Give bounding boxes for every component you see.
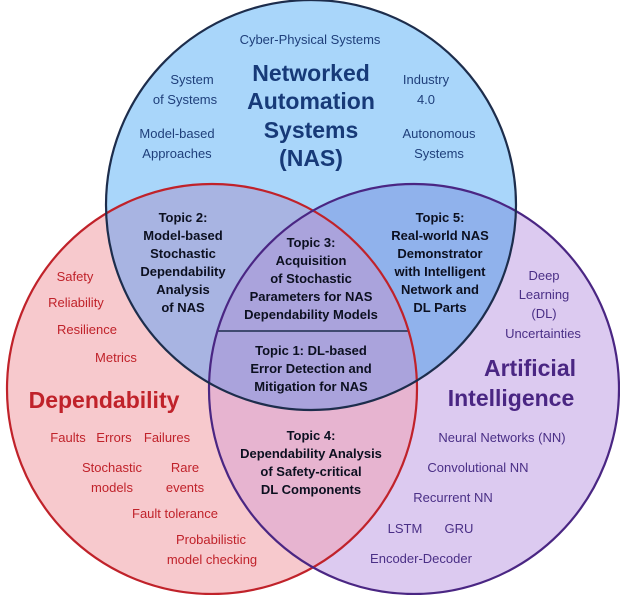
nas-title-line: Networked: [252, 60, 370, 86]
dep-item-resilience: Resilience: [57, 322, 117, 337]
svg-text:of Safety-critical: of Safety-critical: [260, 464, 361, 479]
svg-text:Topic 1: DL-based: Topic 1: DL-based: [255, 343, 367, 358]
dep-item-metrics: Metrics: [95, 350, 137, 365]
svg-text:Stochastic: Stochastic: [150, 246, 216, 261]
dep-item-reliability: Reliability: [48, 295, 104, 310]
ai-item-deep-learning: Deep: [528, 268, 559, 283]
svg-text:Dependability Models: Dependability Models: [244, 307, 378, 322]
nas-item-model-based: Approaches: [142, 146, 212, 161]
svg-text:Model-based: Model-based: [143, 228, 223, 243]
svg-text:Topic 3:: Topic 3:: [287, 235, 336, 250]
svg-text:Systems: Systems: [264, 117, 359, 143]
dependability-title: Dependability: [29, 387, 180, 413]
svg-text:Dependability: Dependability: [140, 264, 226, 279]
svg-text:Networked: Networked: [252, 60, 370, 86]
ai-item-rnn: Recurrent NN: [413, 490, 492, 505]
svg-text:Dependability Analysis: Dependability Analysis: [240, 446, 382, 461]
dep-item-stochastic-models: Stochastic: [82, 460, 142, 475]
nas-title-line: (NAS): [279, 145, 343, 171]
nas-item-sos: of Systems: [153, 92, 218, 107]
svg-text:Demonstrator: Demonstrator: [397, 246, 482, 261]
dep-item-rare-events: events: [166, 480, 205, 495]
ai-title-line: Intelligence: [448, 385, 575, 411]
ai-item-uncertainties: Uncertainties: [505, 326, 581, 341]
svg-text:of NAS: of NAS: [161, 300, 205, 315]
svg-text:DL Components: DL Components: [261, 482, 361, 497]
svg-text:Network and: Network and: [401, 282, 479, 297]
dep-item-probabilistic: model checking: [167, 552, 257, 567]
ai-item-deep-learning: (DL): [531, 306, 556, 321]
nas-item-autonomous: Systems: [414, 146, 464, 161]
svg-text:Acquisition: Acquisition: [276, 253, 347, 268]
dep-item-probabilistic: Probabilistic: [176, 532, 247, 547]
ai-item-deep-learning: Learning: [519, 287, 570, 302]
dep-item-faults: Faults: [50, 430, 86, 445]
svg-text:with Intelligent: with Intelligent: [394, 264, 487, 279]
dependability-circle-outline: [5, 182, 419, 595]
dep-item-fault-tolerance: Fault tolerance: [132, 506, 218, 521]
dep-item-safety: Safety: [57, 269, 94, 284]
nas-item-model-based: Model-based: [139, 126, 214, 141]
ai-title: Artificial Intelligence: [448, 355, 576, 411]
svg-text:Topic 5:: Topic 5:: [416, 210, 465, 225]
nas-item-sos: System: [170, 72, 213, 87]
nas-item-cps: Cyber-Physical Systems: [240, 32, 381, 47]
dep-item-rare-events: Rare: [171, 460, 199, 475]
nas-circle-outline: [104, 0, 518, 412]
nas-title-line: Automation: [247, 88, 375, 114]
svg-text:Automation: Automation: [247, 88, 375, 114]
ai-item-nn: Neural Networks (NN): [438, 430, 565, 445]
svg-text:Topic 2:: Topic 2:: [159, 210, 208, 225]
svg-text:Real-world NAS: Real-world NAS: [391, 228, 489, 243]
ai-item-encoder-decoder: Encoder-Decoder: [370, 551, 473, 566]
topic-4-label: Topic 4: Dependability Analysis of Safet…: [240, 428, 382, 497]
svg-text:Artificial: Artificial: [484, 355, 576, 381]
nas-item-autonomous: Autonomous: [403, 126, 476, 141]
topic-2-label: Topic 2: Model-based Stochastic Dependab…: [140, 210, 226, 315]
svg-text:Error Detection and: Error Detection and: [250, 361, 371, 376]
svg-text:Parameters for NAS: Parameters for NAS: [250, 289, 373, 304]
svg-text:DL Parts: DL Parts: [413, 300, 466, 315]
svg-text:Mitigation for NAS: Mitigation for NAS: [254, 379, 368, 394]
ai-item-gru: GRU: [445, 521, 474, 536]
nas-title-line: Systems: [264, 117, 359, 143]
topic-5-label: Topic 5: Real-world NAS Demonstrator wit…: [391, 210, 489, 315]
nas-title: Networked Automation Systems (NAS): [247, 60, 375, 171]
nas-item-industry: 4.0: [417, 92, 435, 107]
svg-text:Topic 4:: Topic 4:: [287, 428, 336, 443]
dep-item-stochastic-models: models: [91, 480, 133, 495]
svg-text:of Stochastic: of Stochastic: [270, 271, 352, 286]
topic-1-label: Topic 1: DL-based Error Detection and Mi…: [250, 343, 371, 394]
ai-circle-outline: [207, 182, 620, 595]
ai-title-line: Artificial: [484, 355, 576, 381]
nas-item-industry: Industry: [403, 72, 450, 87]
svg-text:(NAS): (NAS): [279, 145, 343, 171]
dep-item-failures: Failures: [144, 430, 191, 445]
topic-3-label: Topic 3: Acquisition of Stochastic Param…: [244, 235, 378, 322]
dep-item-errors: Errors: [96, 430, 132, 445]
svg-text:Intelligence: Intelligence: [448, 385, 575, 411]
ai-item-cnn: Convolutional NN: [427, 460, 528, 475]
svg-text:Analysis: Analysis: [156, 282, 209, 297]
ai-item-lstm: LSTM: [388, 521, 423, 536]
